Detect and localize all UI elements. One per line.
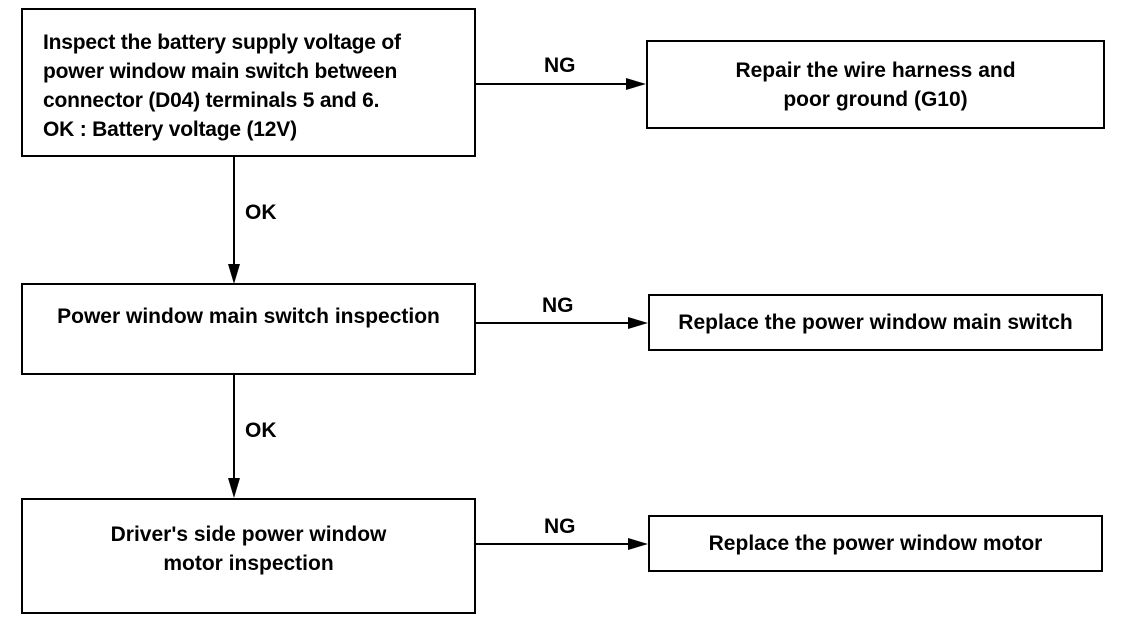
step-line: power window main switch between xyxy=(43,60,398,83)
outcome-text-replace-motor: Replace the power window motor xyxy=(650,517,1101,570)
step-line: Driver's side power window xyxy=(110,523,387,546)
ok-label-2: OK xyxy=(245,419,277,442)
step-line: connector (D04) terminals 5 and 6. xyxy=(43,89,380,112)
outcome-line: poor ground (G10) xyxy=(783,87,968,111)
step-text-battery-voltage: Inspect the battery supply voltage of po… xyxy=(43,28,401,144)
ng-arrowhead-3 xyxy=(628,538,648,550)
step-box-window-motor: Driver's side power window motor inspect… xyxy=(21,498,476,614)
ng-arrowhead-2 xyxy=(628,317,648,329)
ng-arrowhead-1 xyxy=(626,78,646,90)
ng-label-2: NG xyxy=(542,294,574,317)
step-line: Inspect the battery supply voltage of xyxy=(43,31,401,54)
ng-label-3: NG xyxy=(544,515,576,538)
outcome-text-replace-switch: Replace the power window main switch xyxy=(650,296,1101,349)
step-text-window-motor: Driver's side power window motor inspect… xyxy=(23,500,474,612)
step-text-main-switch: Power window main switch inspection xyxy=(23,285,474,373)
outcome-box-replace-motor: Replace the power window motor xyxy=(648,515,1103,572)
ok-arrowhead-2 xyxy=(228,478,240,498)
ng-label-1: NG xyxy=(544,54,576,77)
outcome-box-replace-switch: Replace the power window main switch xyxy=(648,294,1103,351)
step-line: OK : Battery voltage (12V) xyxy=(43,118,297,141)
outcome-line: Replace the power window motor xyxy=(708,532,1043,555)
step-line: Power window main switch inspection xyxy=(57,305,440,328)
outcome-text-repair-harness: Repair the wire harness and poor ground … xyxy=(648,42,1103,127)
ok-arrowhead-1 xyxy=(228,264,240,284)
step-box-battery-voltage: Inspect the battery supply voltage of po… xyxy=(21,8,476,157)
outcome-line: Replace the power window main switch xyxy=(678,311,1073,334)
step-line: motor inspection xyxy=(163,552,334,575)
outcome-box-repair-harness: Repair the wire harness and poor ground … xyxy=(646,40,1105,129)
ok-label-1: OK xyxy=(245,201,277,224)
step-box-main-switch: Power window main switch inspection xyxy=(21,283,476,375)
outcome-line: Repair the wire harness and xyxy=(735,58,1016,82)
